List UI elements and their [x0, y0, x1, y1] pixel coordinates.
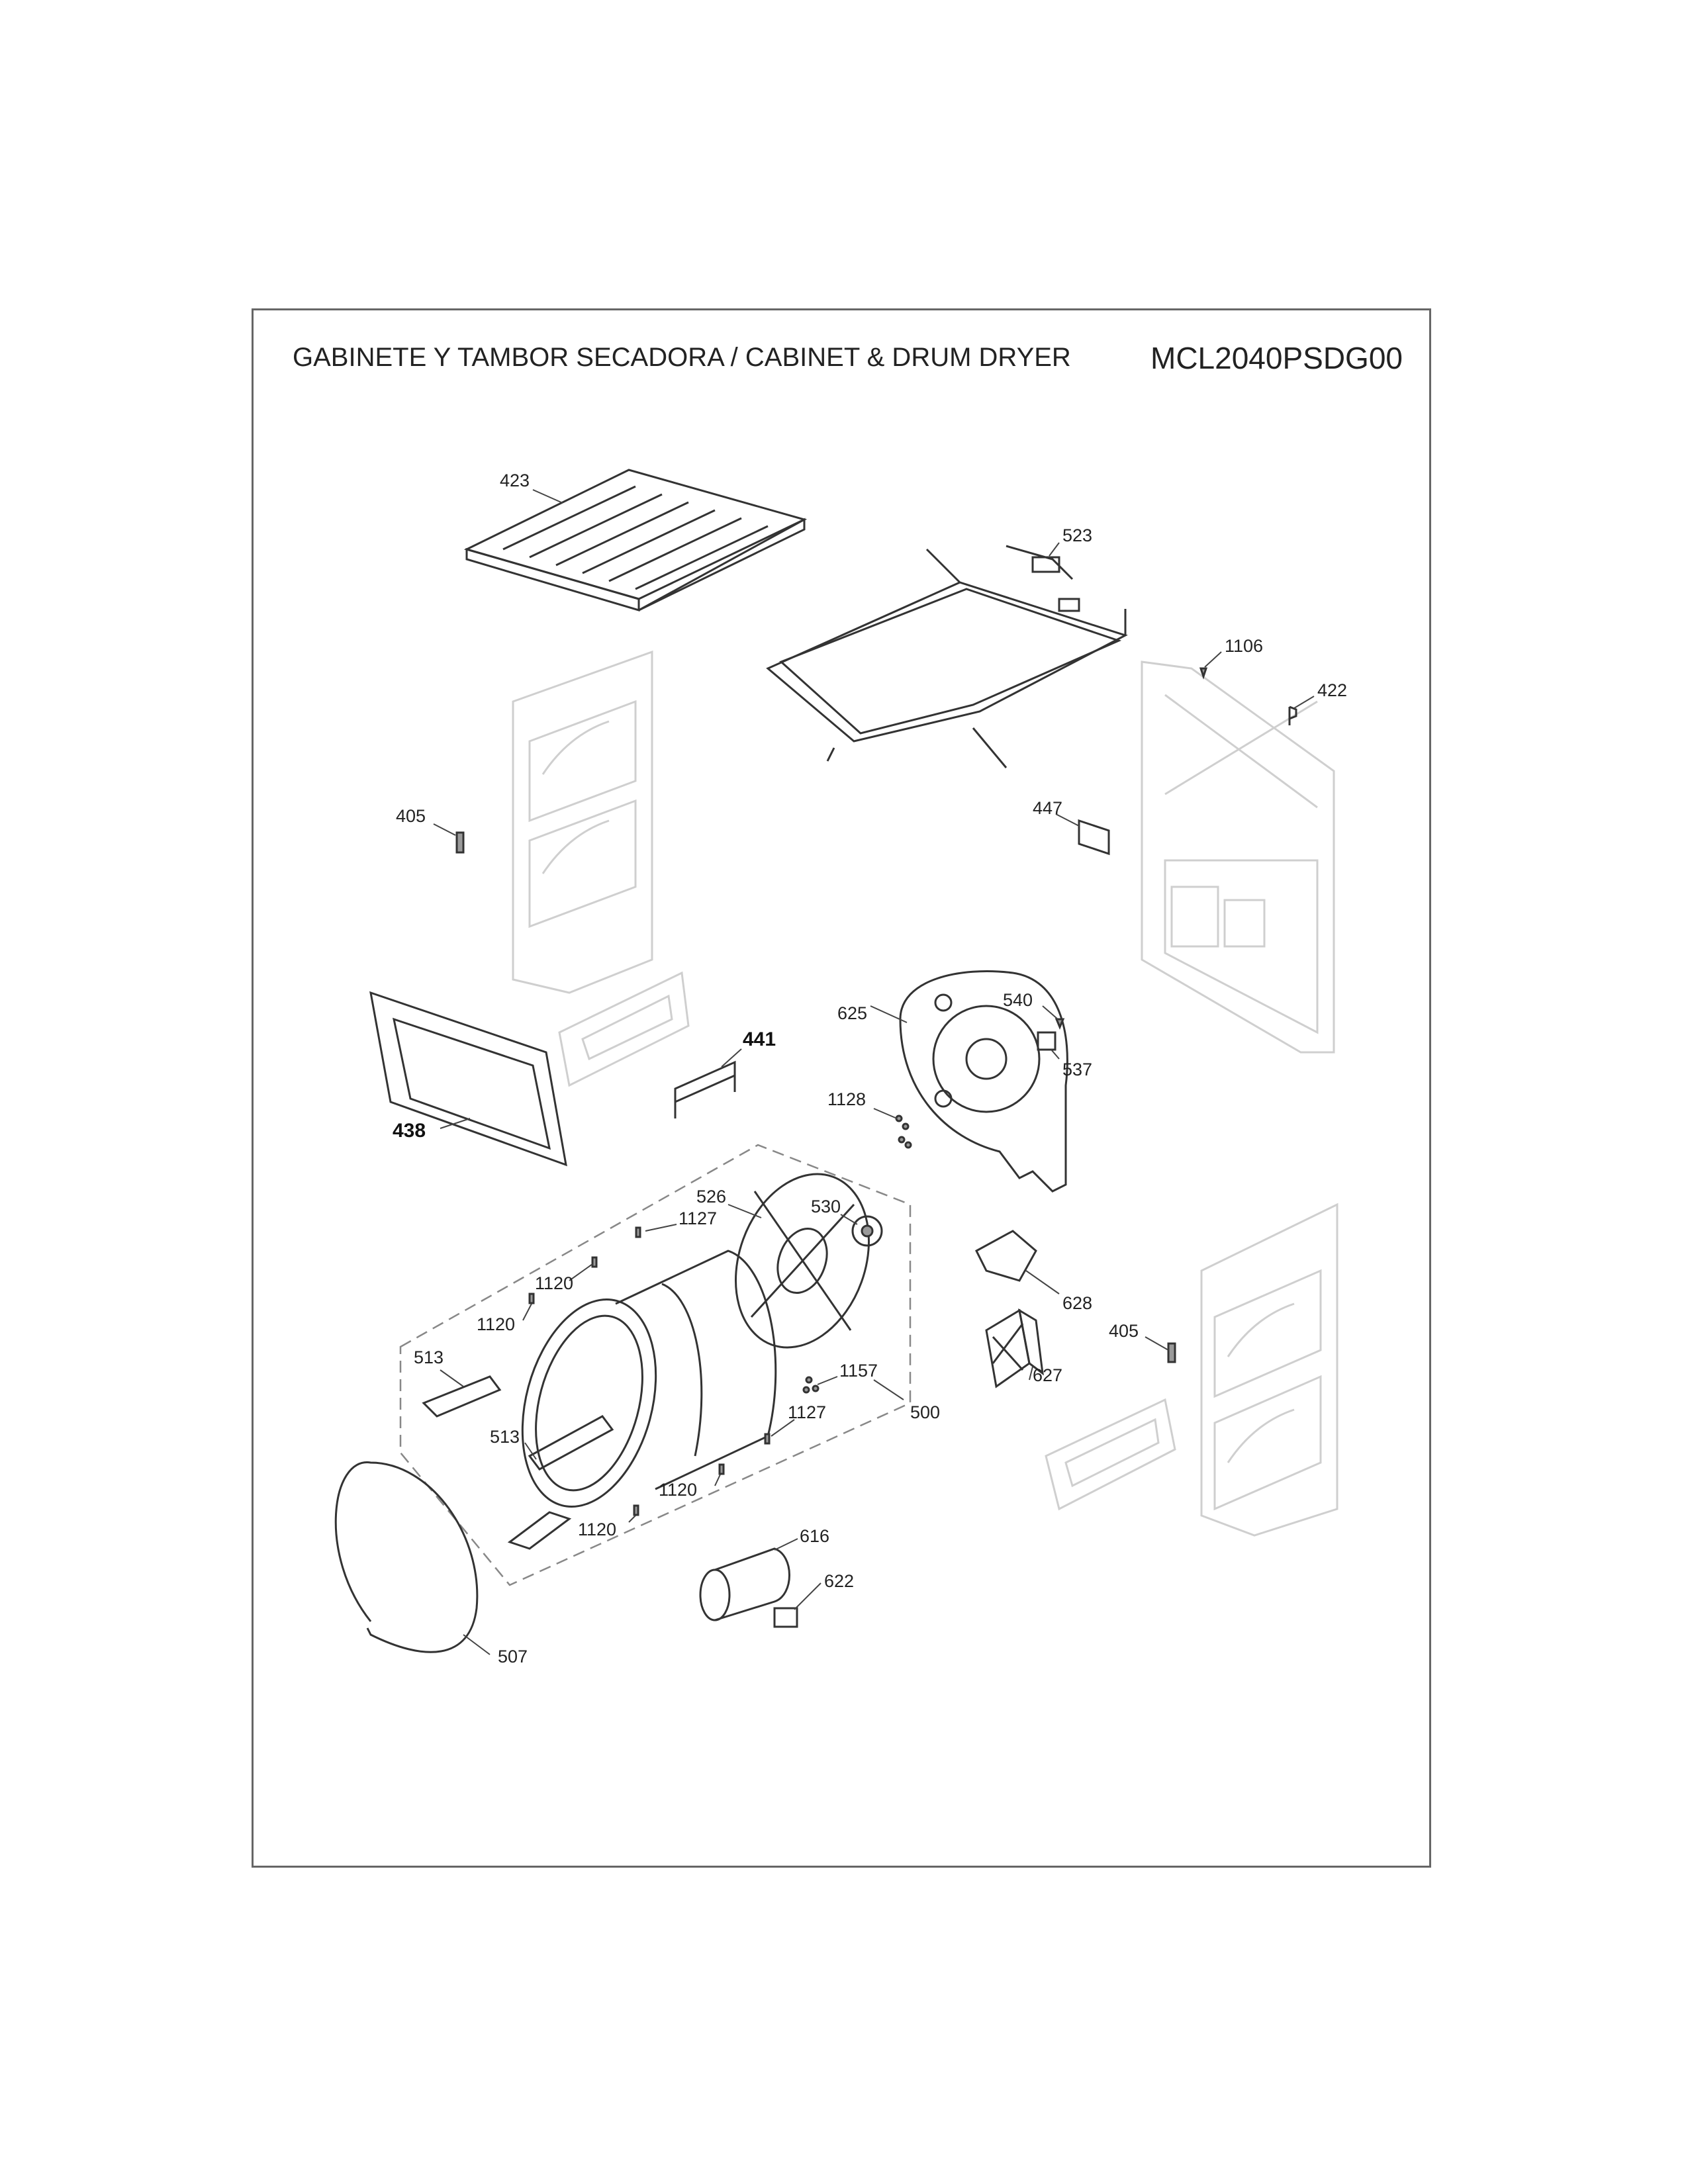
- screw-540-part: [1055, 1018, 1065, 1030]
- label-1120-mid: 1120: [477, 1314, 515, 1334]
- label-1120-lower: 1120: [659, 1480, 697, 1500]
- label-523: 523: [1062, 525, 1092, 545]
- label-513-left: 513: [414, 1347, 444, 1367]
- screws-1128-part: [895, 1115, 912, 1149]
- bracket-628-part: [975, 1230, 1037, 1282]
- label-405-right: 405: [1109, 1321, 1139, 1341]
- drum-part: [521, 1250, 777, 1508]
- label-438: 438: [393, 1120, 426, 1142]
- drum-assembly-boundary: [399, 1144, 912, 1586]
- label-530: 530: [811, 1197, 841, 1216]
- label-537: 537: [1062, 1060, 1092, 1079]
- label-1127-bottom: 1127: [788, 1402, 826, 1422]
- label-405-left: 405: [396, 806, 426, 826]
- top-cover-part: [463, 469, 808, 612]
- clip-405-right-part: [1167, 1342, 1176, 1363]
- drum-screws-part: [528, 1226, 820, 1516]
- label-1120-bottom: 1120: [578, 1520, 616, 1539]
- plate-537-part: [1037, 1031, 1056, 1051]
- baffle-513-left-part: [422, 1375, 502, 1418]
- label-1128: 1128: [827, 1089, 866, 1109]
- label-1120-top: 1120: [535, 1273, 573, 1293]
- label-628: 628: [1062, 1293, 1092, 1313]
- clip-422-part: [1288, 705, 1297, 725]
- bracket-441-part: [674, 1060, 736, 1118]
- label-507: 507: [498, 1647, 528, 1666]
- label-1127-top: 1127: [679, 1208, 717, 1228]
- front-frame-part: [369, 991, 567, 1167]
- label-622: 622: [824, 1571, 854, 1591]
- label-422: 422: [1317, 680, 1347, 700]
- label-423: 423: [500, 471, 530, 490]
- label-513-center: 513: [490, 1427, 520, 1447]
- label-441: 441: [743, 1028, 776, 1050]
- bearing-530-part: [851, 1215, 883, 1247]
- heater-housing-627-part: [985, 1308, 1044, 1388]
- lint-filter-part: [734, 1173, 870, 1349]
- blower-housing-part: [899, 970, 1068, 1193]
- baffle-513-center-part: [528, 1415, 614, 1471]
- motor-616-part: [699, 1547, 790, 1621]
- baffle-513-lower-part: [507, 1511, 572, 1550]
- label-616: 616: [800, 1526, 829, 1546]
- label-625: 625: [837, 1003, 867, 1023]
- capacitor-622-part: [773, 1607, 798, 1628]
- diagram-frame: [252, 308, 1431, 1868]
- label-447: 447: [1033, 798, 1062, 818]
- label-1157: 1157: [839, 1361, 878, 1381]
- ghost-right-side-panel: [1200, 1203, 1338, 1537]
- ghost-left-side-panel: [512, 650, 653, 994]
- model-number: MCL2040PSDG00: [1150, 341, 1403, 375]
- label-526: 526: [696, 1187, 726, 1206]
- label-1106: 1106: [1225, 636, 1263, 656]
- page-title: GABINETE Y TAMBOR SECADORA / CABINET & D…: [293, 343, 1071, 372]
- wire-harness-part: [766, 545, 1128, 768]
- label-500: 500: [910, 1402, 940, 1422]
- bracket-447-part: [1078, 819, 1110, 856]
- part-number-labels: 423 523 1106 422 405 447 441 438 625 540…: [393, 471, 1347, 1666]
- ghost-rear-panel: [1141, 660, 1335, 1054]
- leader-lines: [433, 489, 1315, 1655]
- clip-405-left-part: [455, 831, 465, 854]
- ghost-front-bottom-panel: [558, 971, 690, 1087]
- label-627: 627: [1033, 1365, 1062, 1385]
- drive-belt-507-part: [334, 1461, 479, 1653]
- screw-1106-part: [1199, 667, 1208, 680]
- label-540: 540: [1003, 990, 1033, 1010]
- ghost-rear-bottom-panel: [1045, 1398, 1176, 1511]
